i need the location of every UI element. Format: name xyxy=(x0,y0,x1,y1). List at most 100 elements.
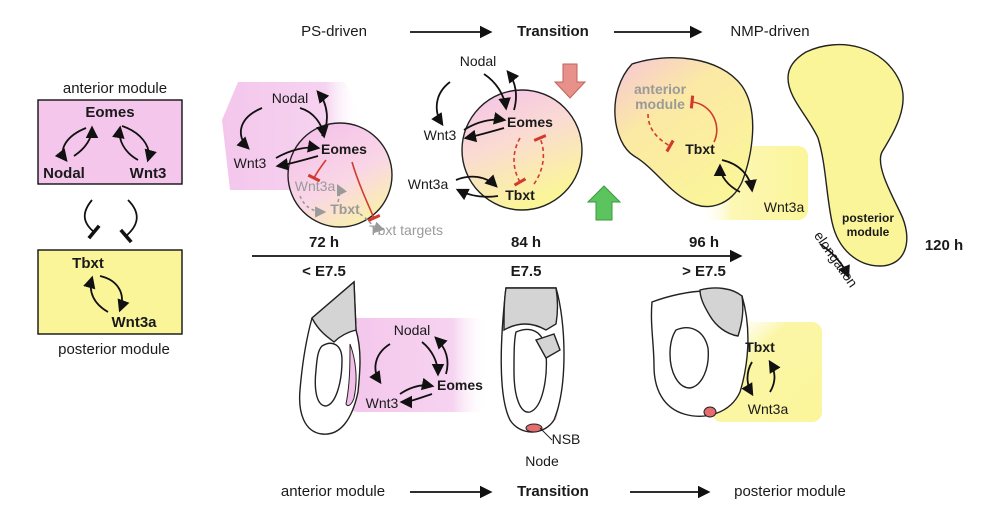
stage2-inhibit-eomes-tbxt xyxy=(513,137,527,187)
timeline: 72 h 84 h 96 h < E7.5 E7.5 > E7.5 xyxy=(252,234,743,280)
stage2-network: Nodal Eomes Wnt3 Wnt3a Tbxt xyxy=(408,53,622,221)
embryo2-extraembryonic xyxy=(503,287,559,332)
top-flow-nmp-driven: NMP-driven xyxy=(730,23,809,40)
stage2-arrow-wnt3a-tbxt xyxy=(455,174,498,188)
stage3-wnt3a-label: Wnt3a xyxy=(764,199,805,215)
stage4-time-label: 120 h xyxy=(925,237,963,254)
stage1-arrow-nodal-wnt3 xyxy=(236,107,263,150)
inhibit-anterior-to-posterior xyxy=(83,199,101,240)
arrow-wnt3-to-eomes xyxy=(112,125,139,161)
anterior-module-title: anterior module xyxy=(63,80,167,97)
stage1-wnt3a-label: Wnt3a xyxy=(295,178,336,194)
stage4-posterior-line1: posterior xyxy=(842,211,894,225)
anterior-eomes-label: Eomes xyxy=(85,104,134,121)
timeline-stage-before: < E7.5 xyxy=(302,263,346,280)
embryo2-amnion xyxy=(534,333,561,359)
embryo1-nodal-label: Nodal xyxy=(394,322,431,338)
embryo1-arrow-eomes-nodal xyxy=(434,336,449,375)
arrow-eomes-to-nodal xyxy=(54,127,87,162)
left-panel: anterior module Eomes Nodal Wnt3 Tbxt Wn… xyxy=(37,80,183,358)
timeline-stage-e75: E7.5 xyxy=(511,263,542,280)
embryo2-node-label: Node xyxy=(525,453,559,469)
embryo1-cavity xyxy=(314,342,343,407)
top-flow-ps-driven: PS-driven xyxy=(301,23,367,40)
embryo1: Nodal Eomes Wnt3 xyxy=(298,280,488,435)
arrow-tbxt-to-wnt3a xyxy=(99,275,130,313)
anterior-module-box xyxy=(37,99,183,185)
stage4-posterior-line2: module xyxy=(847,225,890,239)
embryo3-node xyxy=(703,406,717,418)
up-arrow-icon xyxy=(586,185,622,221)
stage2-eomes-label: Eomes xyxy=(507,114,553,130)
top-flow-transition: Transition xyxy=(517,23,589,40)
embryo1-extraembryonic xyxy=(311,280,357,343)
embryo1-pink-background xyxy=(346,318,488,412)
stage2-arrow-tbxt-wnt3a xyxy=(455,188,499,201)
embryo2: NSB Node xyxy=(500,287,580,469)
posterior-module-title: posterior module xyxy=(58,341,170,358)
stage3-arrow-wnt3a-tbxt xyxy=(713,163,741,193)
stage2-inhibit-tbxt-eomes xyxy=(533,134,547,185)
embryo1-eomes-label: Eomes xyxy=(437,377,483,393)
arrow-eomes-to-wnt3 xyxy=(121,125,157,163)
stage2-arrow-nodal-wnt3 xyxy=(431,81,451,127)
timeline-time-72h: 72 h xyxy=(309,234,339,251)
stage1-arrow-eomes-wnt3 xyxy=(275,155,319,171)
bottom-flow: anterior module Transition posterior mod… xyxy=(281,483,846,500)
stage1-inhibit-eomes-wnt3a xyxy=(307,159,327,183)
stage2-arrow-eomes-nodal xyxy=(506,70,520,111)
stage3-network: anterior module Tbxt Wnt3a xyxy=(614,57,808,220)
anterior-wnt3-label: Wnt3 xyxy=(130,165,167,182)
timeline-stage-after: > E7.5 xyxy=(682,263,726,280)
stage3-arrow-tbxt-wnt3a xyxy=(721,159,757,193)
stage1-eomes-label: Eomes xyxy=(321,141,367,157)
bottom-flow-transition: Transition xyxy=(517,483,589,500)
inhibit-posterior-to-anterior xyxy=(119,199,138,244)
stage2-wnt3a-label: Wnt3a xyxy=(408,176,449,192)
stage1-arrow-wnt3-eomes xyxy=(275,140,321,159)
top-flow: PS-driven Transition NMP-driven xyxy=(301,23,810,40)
embryo3-arrow-tbxt-wnt3a xyxy=(741,361,754,397)
stage3-inhibit-tbxt-anterior xyxy=(689,95,718,143)
stage1-inhibit-eomes-targets xyxy=(351,161,381,223)
stage1-dashed-wnt3a-tbxt xyxy=(299,195,327,218)
stage1-nodal-label: Nodal xyxy=(272,90,309,106)
embryo1-arrow-eomes-wnt3 xyxy=(399,393,433,409)
stage3-anterior-line2: module xyxy=(635,96,685,112)
stage2-nodal-label: Nodal xyxy=(460,53,497,69)
posterior-module-box xyxy=(37,249,183,335)
embryo3: Tbxt Wnt3a xyxy=(650,287,822,422)
bottom-flow-anterior: anterior module xyxy=(281,483,385,500)
timeline-time-84h: 84 h xyxy=(511,234,541,251)
elongation-arrow xyxy=(819,243,850,279)
stage2-wnt3-label: Wnt3 xyxy=(424,127,457,143)
stage2-arrow-eomes-wnt3 xyxy=(463,127,505,143)
stage1-dashed-tbxt-wnt3a xyxy=(336,183,348,203)
embryo1-arrow-nodal-eomes xyxy=(421,341,445,377)
embryo1-pink-region xyxy=(345,343,357,407)
stage1-tbxt-targets-label: Tbxt targets xyxy=(369,222,443,238)
timeline-time-96h: 96 h xyxy=(689,234,719,251)
embryo1-arrow-nodal-wnt3 xyxy=(369,343,391,385)
embryo1-wnt3-label: Wnt3 xyxy=(366,395,399,411)
stage2-arrow-wnt3-eomes xyxy=(463,112,507,131)
stage4-elongated-gastruloid xyxy=(787,43,908,267)
stage3-inhibit-anterior-tbxt xyxy=(647,113,675,153)
posterior-tbxt-label: Tbxt xyxy=(72,255,104,272)
embryo3-wnt3a-label: Wnt3a xyxy=(748,401,789,417)
embryo1-arrow-wnt3-eomes xyxy=(399,377,435,395)
embryo3-arrow-wnt3a-tbxt xyxy=(768,359,781,393)
embryo3-cavity xyxy=(669,327,709,389)
embryo2-nsb-leader xyxy=(539,427,553,441)
down-arrow-icon xyxy=(553,63,587,99)
stage2-arrow-nodal-eomes xyxy=(483,73,511,111)
arrow-nodal-to-eomes xyxy=(73,125,99,157)
stage1-arrow-nodal-eomes xyxy=(299,107,329,139)
embryo3-extraembryonic xyxy=(699,287,744,337)
arrow-wnt3a-to-tbxt xyxy=(83,275,109,313)
bottom-flow-posterior: posterior module xyxy=(734,483,846,500)
stage3-tbxt-label: Tbxt xyxy=(685,141,715,157)
anterior-nodal-label: Nodal xyxy=(43,165,85,182)
stage2-tbxt-label: Tbxt xyxy=(505,187,535,203)
